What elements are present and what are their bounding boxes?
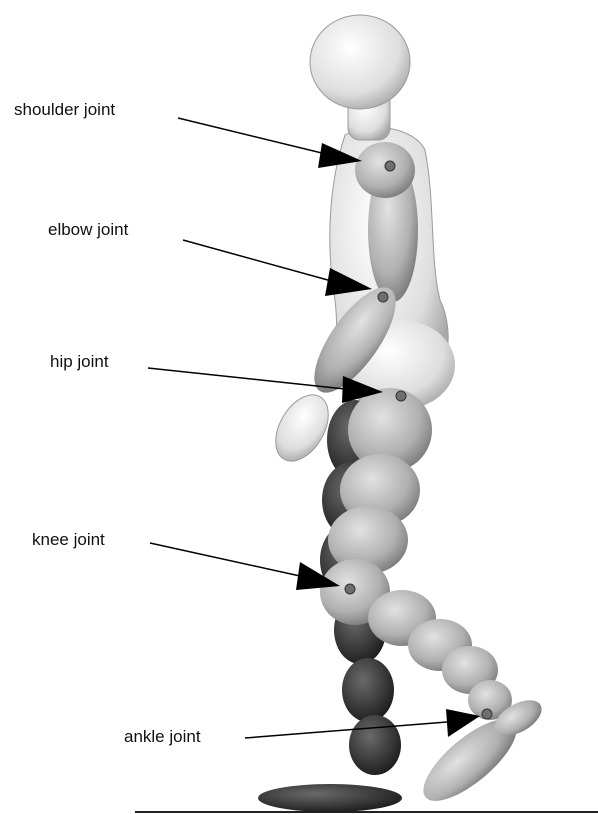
- shoulder-joint-marker: [385, 161, 395, 171]
- head: [310, 15, 410, 109]
- knee-joint-marker: [345, 584, 355, 594]
- ankle-joint-label: ankle joint: [124, 727, 201, 747]
- elbow-joint-marker: [378, 292, 388, 302]
- knee-joint-label: knee joint: [32, 530, 105, 550]
- ankle-joint-marker: [482, 709, 492, 719]
- hand: [265, 386, 339, 470]
- knee-arrow: [150, 543, 340, 590]
- shoulder-arrow: [178, 118, 362, 168]
- shoulder-joint-label: shoulder joint: [14, 100, 115, 120]
- elbow-joint-label: elbow joint: [48, 220, 128, 240]
- hip-joint-label: hip joint: [50, 352, 109, 372]
- hip-joint-marker: [396, 391, 406, 401]
